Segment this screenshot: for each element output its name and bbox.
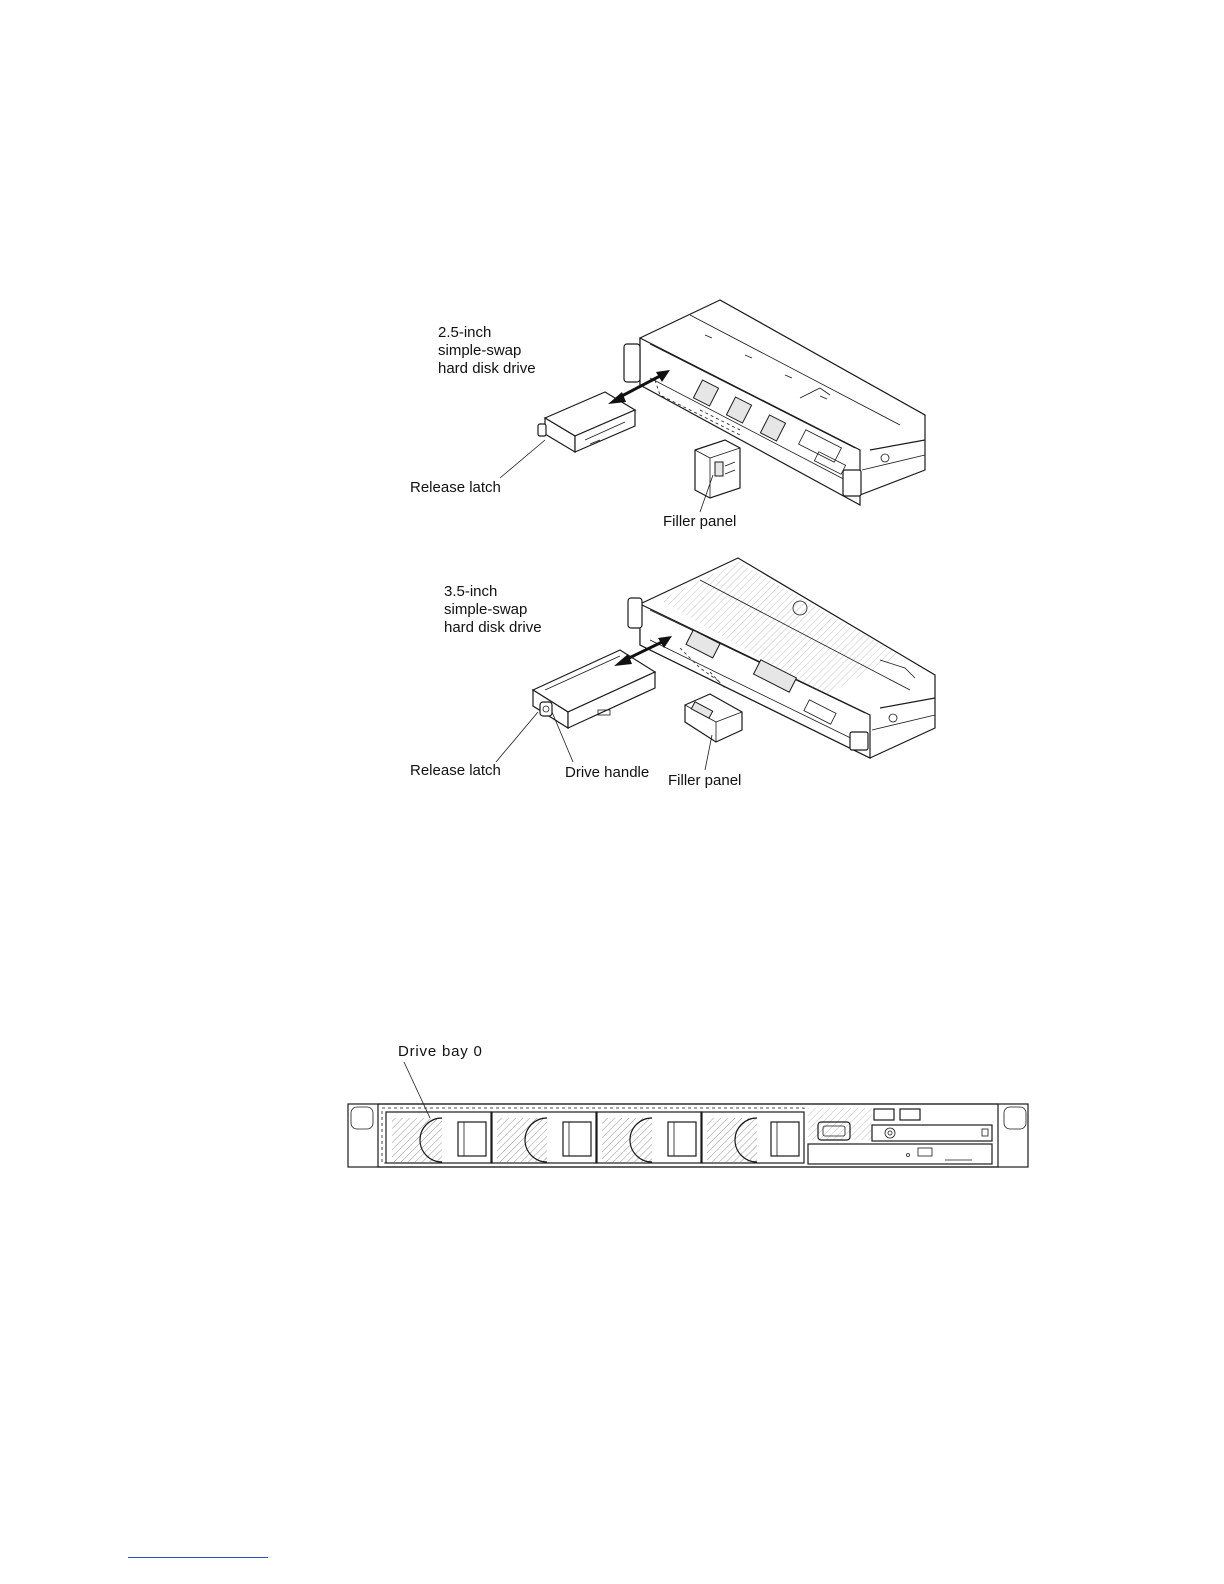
figure-2-5-inch-filler-panel	[695, 440, 740, 498]
figure-2-5-inch-server	[624, 300, 925, 505]
drive-label-line: hard disk drive	[444, 619, 542, 637]
release-latch-label-2: Release latch	[410, 762, 501, 780]
drive-label-line: 2.5-inch	[438, 324, 536, 342]
drive-label-3-5-inch: 3.5-inch simple-swap hard disk drive	[444, 583, 542, 637]
release-latch-label-1: Release latch	[410, 479, 501, 497]
filler-panel-label-2: Filler panel	[668, 772, 741, 790]
drive-label-line: simple-swap	[444, 601, 542, 619]
drive-bay-0	[386, 1112, 492, 1163]
footer-link-rule[interactable]	[128, 1557, 268, 1558]
leader-line-figure-3	[404, 1062, 430, 1118]
leader-lines-figure-2	[496, 712, 712, 770]
figure-3-5-inch-server	[628, 558, 935, 758]
leader-lines-figure-1	[500, 440, 713, 512]
figure-3-5-inch-drive	[533, 650, 655, 728]
drive-bay-0-label: Drive bay 0	[398, 1043, 483, 1061]
drive-bay-3	[701, 1112, 804, 1163]
drive-handle-label: Drive handle	[565, 764, 649, 782]
drive-label-line: simple-swap	[438, 342, 536, 360]
drive-label-line: 3.5-inch	[444, 583, 542, 601]
drive-label-2-5-inch: 2.5-inch simple-swap hard disk drive	[438, 324, 536, 378]
drive-label-line: hard disk drive	[438, 360, 536, 378]
drive-bay-1	[491, 1112, 597, 1163]
filler-panel-label-1: Filler panel	[663, 513, 736, 531]
figure-front-view-server	[348, 1104, 1028, 1167]
figure-3-5-inch-filler-panel	[685, 694, 742, 742]
drive-bay-2	[596, 1112, 702, 1163]
